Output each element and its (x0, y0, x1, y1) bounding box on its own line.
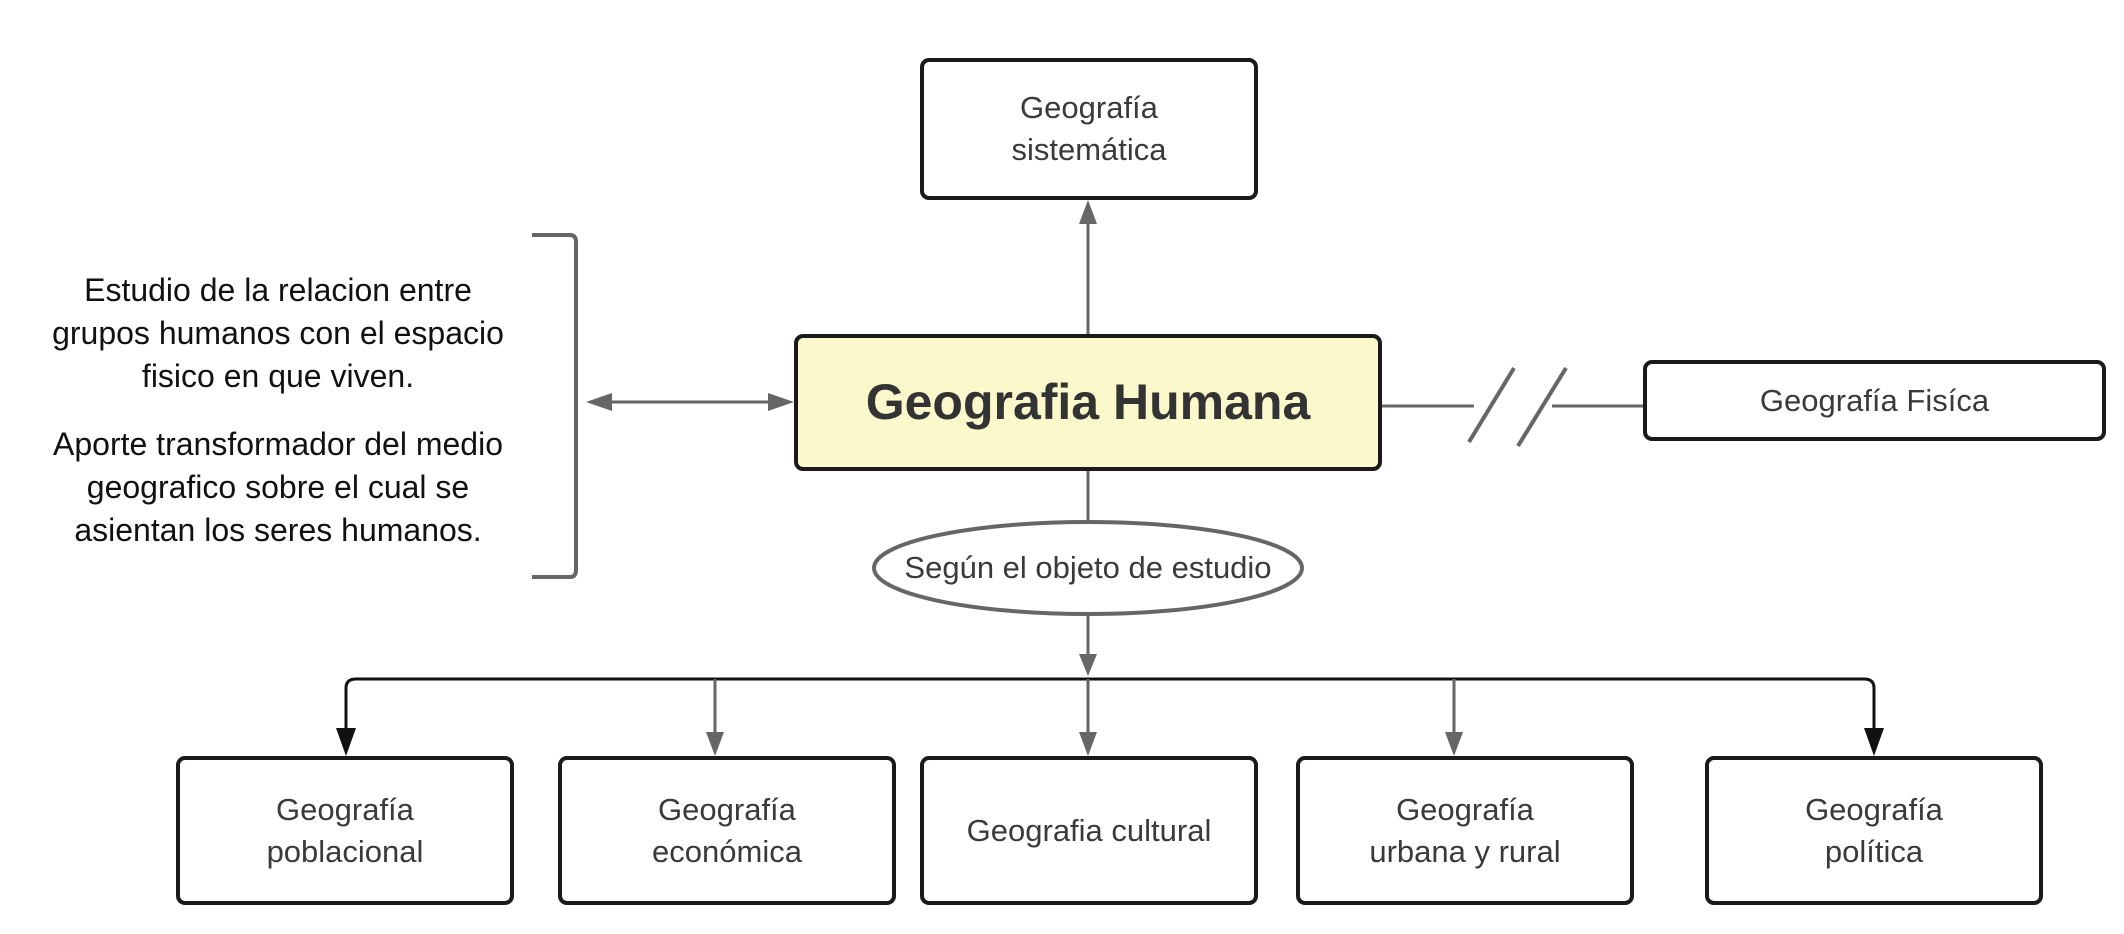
description-transformation: Aporte transformador del medio geografic… (53, 426, 503, 548)
branch-bus (344, 677, 1876, 752)
arrowhead-left (586, 393, 612, 411)
node-geografia-humana: Geografia Humana (794, 334, 1382, 471)
node-geografia-poblacional: Geografía poblacional (176, 756, 514, 905)
break-mark-1 (1467, 366, 1516, 444)
node-geografia-cultural: Geografia cultural (920, 756, 1258, 905)
arrowhead-branch-4 (1445, 732, 1463, 756)
arrowhead-top (1079, 200, 1097, 224)
break-mark-2 (1516, 366, 1568, 448)
description-bracket (532, 233, 578, 579)
arrowhead-branch-1 (336, 728, 356, 756)
node-geografia-economica: Geografía económica (558, 756, 896, 905)
criterion-label: Según el objeto de estudio (904, 550, 1272, 585)
description-relation: Estudio de la relacion entre grupos huma… (52, 272, 504, 394)
node-geografia-fisica: Geografía Fisíca (1643, 360, 2106, 441)
arrowhead-branch-2 (706, 732, 724, 756)
arrowhead-right (768, 393, 794, 411)
node-geografia-urbana-rural: Geografía urbana y rural (1296, 756, 1634, 905)
arrowhead-criterion (1079, 654, 1097, 676)
arrowhead-branch-5 (1864, 728, 1884, 756)
node-geografia-sistematica: Geografía sistemática (920, 58, 1258, 200)
arrowhead-branch-3 (1079, 732, 1097, 756)
node-geografia-politica: Geografía política (1705, 756, 2043, 905)
